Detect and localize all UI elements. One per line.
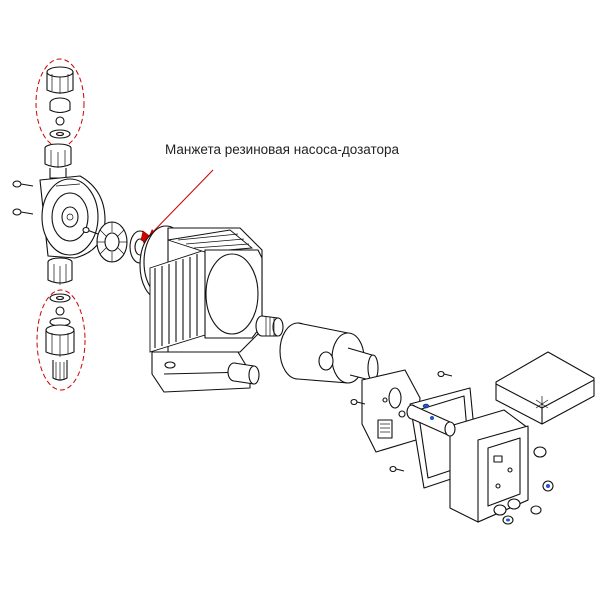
lower-shaft-fitting xyxy=(227,362,260,385)
pump-head xyxy=(39,175,106,259)
cam-drum xyxy=(279,322,379,384)
motor-housing xyxy=(139,225,263,393)
board-screw-1 xyxy=(350,398,366,406)
lower-connector-fitting xyxy=(47,257,73,285)
board-screw-2 xyxy=(437,370,453,378)
lower-valve-assembly xyxy=(36,289,86,391)
head-screw-upper xyxy=(12,180,34,188)
control-board xyxy=(361,369,421,453)
diaphragm-callout-label: Манжета резиновая насоса-дозатора xyxy=(165,142,400,157)
top-cover xyxy=(495,351,595,425)
upper-valve-assembly xyxy=(35,58,85,148)
upper-valve-highlight xyxy=(35,58,85,148)
upper-connector-fitting xyxy=(44,143,72,179)
rubber-diaphragm xyxy=(82,221,128,263)
lower-valve-highlight xyxy=(36,289,86,391)
front-control-housing xyxy=(449,409,554,525)
head-screw-lower xyxy=(12,208,34,216)
motor-shaft-coupling xyxy=(255,315,284,337)
drive-shaft xyxy=(406,404,456,437)
board-screw-3 xyxy=(389,465,405,473)
callout-leader xyxy=(148,169,214,237)
